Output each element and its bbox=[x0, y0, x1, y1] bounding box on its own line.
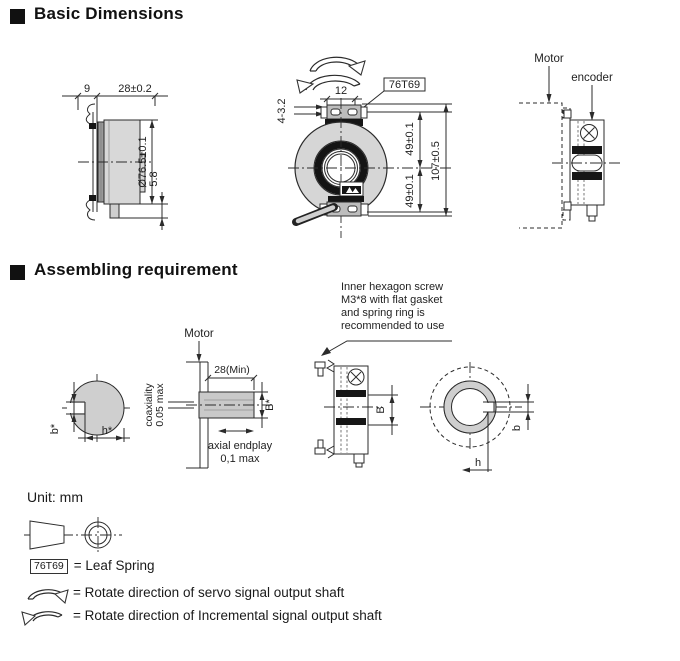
coaxiality-note: coaxiality 0.05 max bbox=[143, 383, 194, 427]
dim-B-mounted: B bbox=[368, 385, 398, 435]
leaf-spring-eq-label: = Leaf Spring bbox=[73, 558, 155, 573]
mounted-view-drawing: B bbox=[314, 340, 452, 468]
side-view-drawing: 9 28±0.2 bbox=[62, 83, 168, 230]
ccw-rotation-legend-label: = Rotate direction of Incremental signal… bbox=[73, 608, 382, 623]
dim-107-label: 107±0.5 bbox=[430, 141, 442, 181]
screw-note-line: and spring ring is bbox=[341, 307, 425, 319]
dim-49-bottom-label: 49±0.1 bbox=[404, 174, 416, 208]
dim-12-label: 12 bbox=[335, 85, 347, 97]
dim-diameter-label: Ø76.5±0.1 bbox=[137, 136, 149, 187]
dim-28min: 28(Min) bbox=[204, 364, 258, 390]
encoder-label: encoder bbox=[571, 72, 613, 84]
cw-rotation-legend-icon bbox=[27, 589, 69, 605]
leaf-spring-plate bbox=[85, 103, 98, 221]
screw-head-icon-2 bbox=[347, 368, 365, 386]
mounting-screws bbox=[314, 359, 335, 459]
cable-gland-stub bbox=[109, 203, 120, 219]
front-view-drawing: 12 4-3.2 76T69 bbox=[276, 56, 452, 238]
ccw-rotation-legend-icon bbox=[21, 611, 63, 627]
assembly-view-drawing: Motor encoder bbox=[519, 53, 622, 229]
ccw-rotation-arrow-icon bbox=[296, 74, 361, 94]
unit-label: Unit: mm bbox=[27, 489, 83, 505]
screw-note-line: Inner hexagon screw bbox=[341, 281, 444, 293]
dim-9-label: 9 bbox=[84, 83, 90, 95]
motor-shaft bbox=[186, 391, 272, 419]
screw-note-line: M3*8 with flat gasket bbox=[341, 294, 443, 306]
leaf-spring-tag-callout: 76T69 bbox=[358, 77, 426, 112]
dim-B-label: B bbox=[375, 406, 387, 413]
dim-28min-label: 28(Min) bbox=[214, 364, 250, 376]
coaxiality-label-2: 0.05 max bbox=[154, 383, 166, 427]
screw-head-icon bbox=[580, 124, 598, 142]
leaf-spring-tag-box: 76T69 bbox=[30, 559, 68, 574]
dim-4-32: 4-3.2 bbox=[276, 98, 324, 124]
section-title-basic: Basic Dimensions bbox=[34, 4, 184, 23]
dim-12: 12 bbox=[320, 85, 362, 106]
dim-b-star-shaft: B* bbox=[254, 382, 276, 428]
dim-58-label: 5.8 bbox=[148, 171, 160, 186]
encoder-side-body bbox=[78, 119, 152, 219]
taper-shaft-symbol bbox=[24, 517, 122, 553]
coaxiality-label-1: coaxiality bbox=[143, 383, 155, 427]
dim-b-star-label: b* bbox=[49, 423, 61, 434]
screw-note-line: recommended to use bbox=[341, 320, 445, 332]
dim-h-star-label: h* bbox=[102, 425, 113, 437]
cw-rotation-arrow-icon bbox=[309, 56, 366, 76]
cw-rotation-legend-label: = Rotate direction of servo signal outpu… bbox=[73, 585, 345, 600]
dim-28-label: 28±0.2 bbox=[118, 83, 152, 95]
dim-b-label: b bbox=[511, 425, 523, 431]
vertical-dimensions: 49±0.1 49±0.1 107±0.5 bbox=[362, 103, 452, 217]
encoder-mounted-body bbox=[324, 365, 382, 468]
stub-dimension: 5.8 bbox=[119, 171, 168, 230]
keyway-width-dimension: b* bbox=[49, 382, 77, 434]
dim-49-top-label: 49±0.1 bbox=[404, 122, 416, 156]
endplay-label-2: 0,1 max bbox=[220, 453, 260, 465]
leaf-spring-legend: 76T69 = Leaf Spring bbox=[30, 558, 154, 574]
section-bullet-basic bbox=[10, 9, 25, 24]
hub-front-drawing: b h bbox=[420, 362, 534, 473]
section-title-assembling: Assembling requirement bbox=[34, 260, 238, 279]
motor-flange-dashed bbox=[519, 102, 571, 229]
leaf-spring-tag-label: 76T69 bbox=[389, 79, 420, 91]
dim-4-32-label: 4-3.2 bbox=[276, 98, 288, 123]
axial-endplay-note: axial endplay 0,1 max bbox=[208, 428, 273, 465]
section-bullet-assembling bbox=[10, 265, 25, 280]
endplay-label-1: axial endplay bbox=[208, 440, 273, 452]
encoder-section bbox=[552, 108, 622, 222]
keyway-height-dimension: h* bbox=[78, 414, 130, 442]
screw-note: Inner hexagon screw M3*8 with flat gaske… bbox=[341, 281, 471, 333]
motor-label: Motor bbox=[534, 53, 564, 65]
warning-label bbox=[339, 181, 364, 197]
diameter-dimension: Ø76.5±0.1 bbox=[137, 119, 168, 205]
motor-label-2: Motor bbox=[184, 328, 214, 340]
dim-h-label: h bbox=[475, 457, 481, 469]
dim-h-hub: h bbox=[462, 412, 492, 473]
dim-B-star-label: B* bbox=[264, 398, 276, 410]
dim-b-hub: b bbox=[494, 384, 534, 431]
hub-keyway bbox=[483, 401, 495, 413]
output-cable bbox=[292, 203, 338, 226]
motor-shaft-drawing: Motor 28(Min) bbox=[143, 328, 276, 469]
shaft-section-drawing: b* h* bbox=[49, 374, 132, 442]
